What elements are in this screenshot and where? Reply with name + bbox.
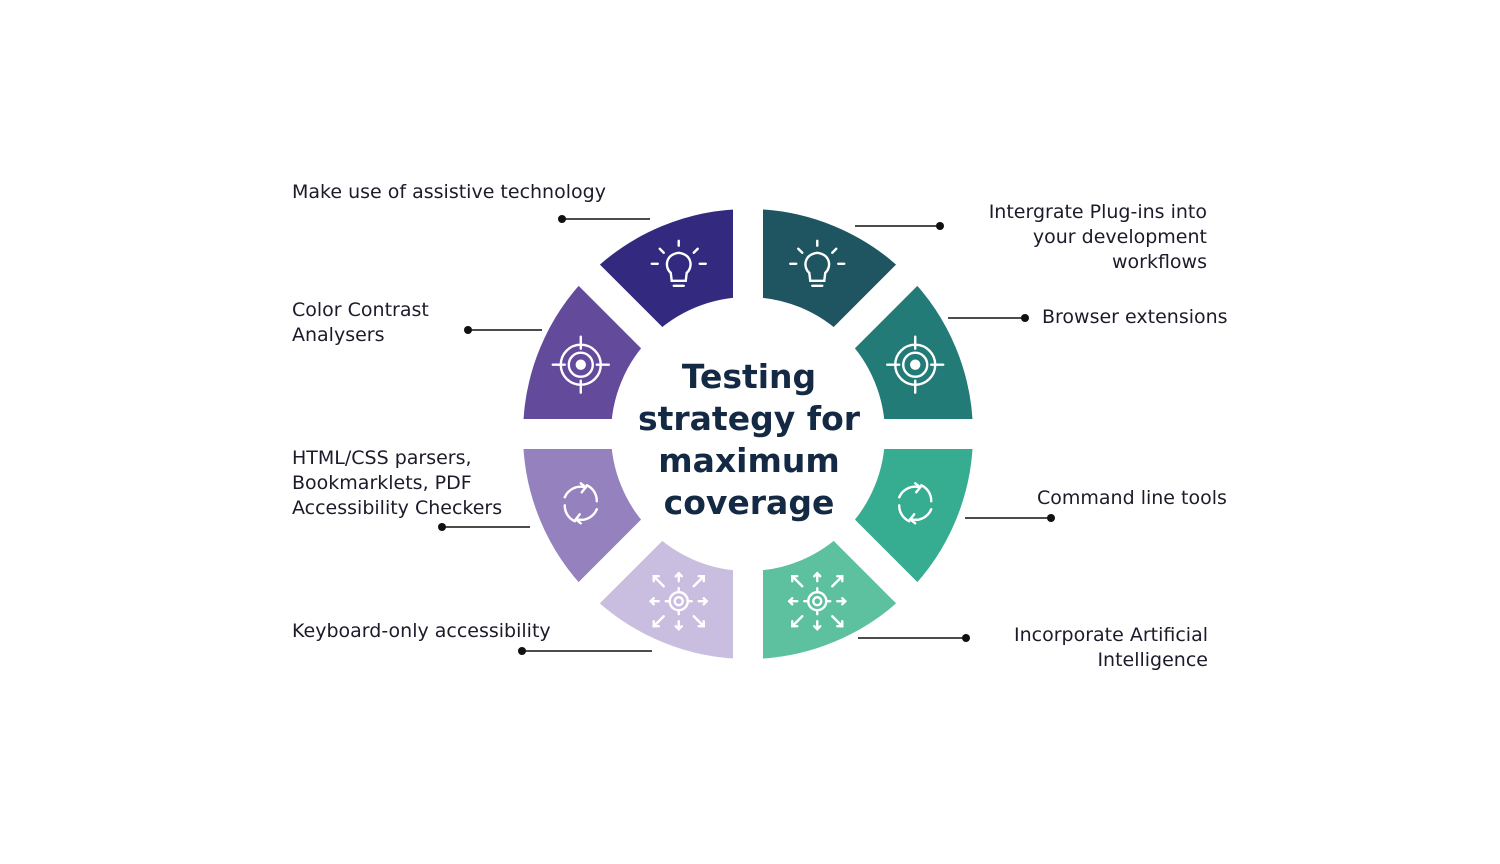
label-plugins: Intergrate Plug-ins into your developmen… [988,201,1207,273]
connector-keyboard-only-dot [518,647,526,655]
connector-browser-extensions-dot [1021,314,1029,322]
gear-arrows-icon [787,571,847,631]
gear-arrows-icon [649,571,709,631]
refresh-icon [898,482,933,525]
lightbulb-icon [789,239,846,287]
label-browser-extensions: Browser extensions [1042,306,1228,328]
segment-color-contrast [493,249,677,449]
connector-plugins-dot [936,222,944,230]
diagram-title: Testing strategy for maximum coverage [637,357,861,522]
lightbulb-icon [650,239,707,287]
label-color-contrast: Color Contrast Analysers [292,299,429,346]
connector-html-css-parsers-dot [438,523,446,531]
label-command-line: Command line tools [1037,487,1227,509]
connector-artificial-intelligence-dot [962,634,970,642]
segment-keyboard-only [563,505,763,689]
label-artificial-intelligence: Incorporate Artificial Intelligence [1014,624,1208,671]
target-icon [551,335,610,394]
label-keyboard-only: Keyboard-only accessibility [292,620,551,642]
refresh-icon [563,482,598,525]
connector-assistive-technology-dot [558,215,566,223]
label-html-css-parsers: HTML/CSS parsers, Bookmarklets, PDF Acce… [292,447,503,519]
label-assistive-technology: Make use of assistive technology [292,181,606,203]
target-icon [886,335,945,394]
connector-command-line-dot [1047,514,1055,522]
connector-color-contrast-dot [464,326,472,334]
